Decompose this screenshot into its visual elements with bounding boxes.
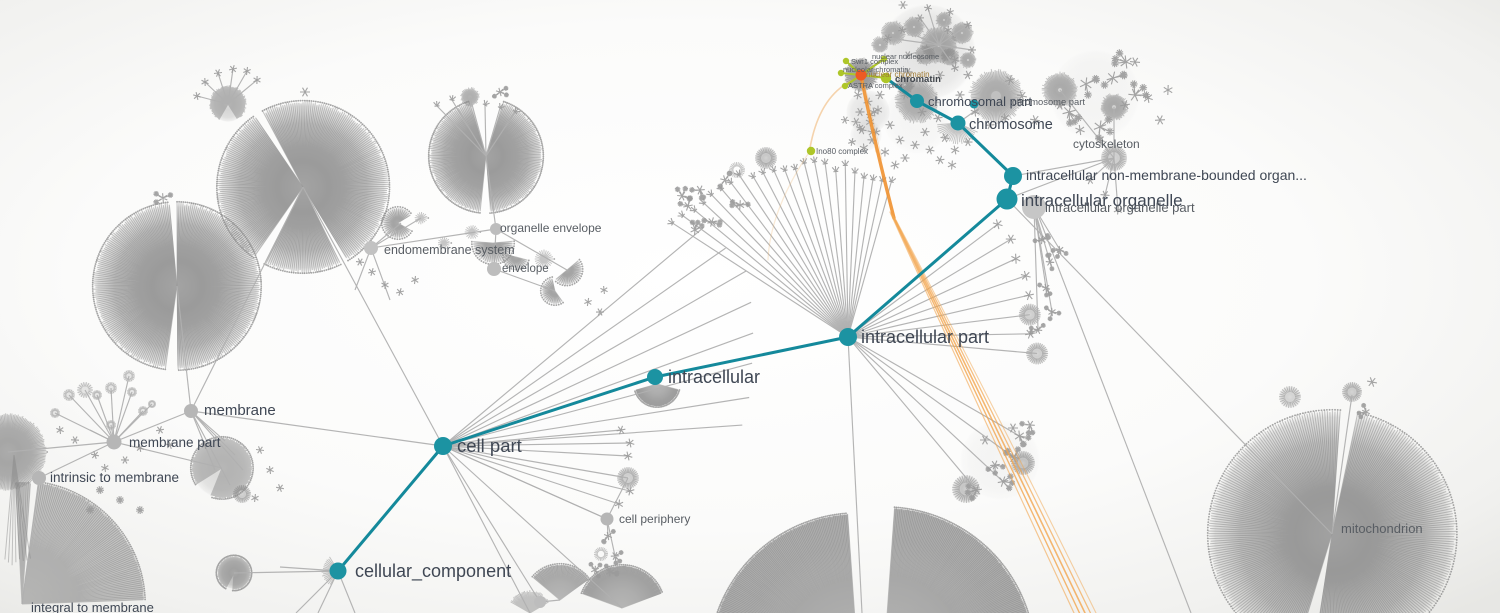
svg-text:ASTRA complex: ASTRA complex bbox=[848, 81, 903, 90]
svg-text:cellular_component: cellular_component bbox=[355, 561, 511, 582]
svg-text:Swr1 complex: Swr1 complex bbox=[851, 57, 898, 66]
svg-text:chromatin: chromatin bbox=[895, 74, 941, 85]
svg-text:endomembrane system: endomembrane system bbox=[384, 243, 515, 257]
svg-text:intracellular organelle part: intracellular organelle part bbox=[1045, 200, 1195, 215]
svg-text:Ino80 complex: Ino80 complex bbox=[816, 147, 868, 156]
svg-text:intracellular non-membrane-bou: intracellular non-membrane-bounded organ… bbox=[1026, 167, 1307, 183]
svg-text:chromosome: chromosome bbox=[969, 117, 1053, 133]
svg-text:membrane part: membrane part bbox=[129, 435, 221, 450]
svg-text:cell part: cell part bbox=[457, 435, 522, 456]
svg-text:envelope: envelope bbox=[502, 263, 549, 275]
svg-text:mitochondrion: mitochondrion bbox=[1341, 521, 1423, 536]
svg-text:chromosomal part: chromosomal part bbox=[928, 94, 1032, 109]
svg-text:integral to membrane: integral to membrane bbox=[31, 600, 154, 613]
svg-text:cell periphery: cell periphery bbox=[619, 512, 690, 526]
svg-text:chromosome part: chromosome part bbox=[1012, 96, 1085, 107]
svg-text:intracellular: intracellular bbox=[668, 367, 760, 387]
svg-text:organelle envelope: organelle envelope bbox=[500, 221, 602, 235]
svg-text:nuclear chromatin: nuclear chromatin bbox=[866, 70, 930, 79]
svg-text:cytoskeleton: cytoskeleton bbox=[1073, 137, 1140, 151]
svg-text:intrinsic to membrane: intrinsic to membrane bbox=[50, 470, 179, 485]
svg-text:nucleolar chromatin: nucleolar chromatin bbox=[843, 65, 908, 74]
svg-text:intracellular part: intracellular part bbox=[861, 327, 989, 347]
svg-text:membrane: membrane bbox=[204, 402, 276, 419]
svg-text:intracellular organelle: intracellular organelle bbox=[1021, 191, 1183, 210]
svg-text:nuclear nucleosome: nuclear nucleosome bbox=[872, 52, 939, 61]
